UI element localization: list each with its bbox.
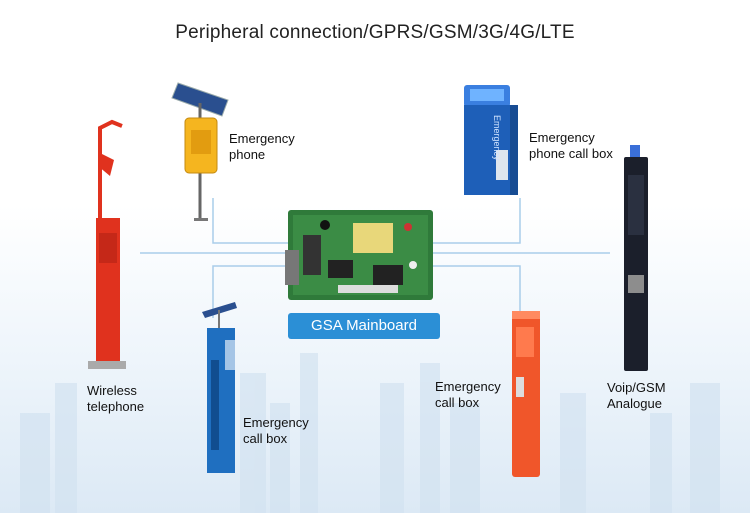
emergency-call-box-red-device [512,311,540,477]
emergency-call-box-red-label: Emergency call box [435,379,501,410]
diagram-title: Peripheral connection/GPRS/GSM/3G/4G/LTE [175,22,575,43]
city-skyline-background [20,353,720,513]
wireless-telephone-device [88,119,126,369]
wireless-telephone-label: Wireless telephone [87,383,145,414]
emergency-call-box-blue-label: Emergency call box [243,415,309,446]
emergency-phone-label: Emergency phone [229,131,295,162]
mainboard-label: GSA Mainboard [288,313,440,339]
call-box-panel-text: Emergency [492,115,502,161]
mainboard-pcb [285,210,433,300]
emergency-phone-call-box-device [464,85,518,195]
emergency-phone-device [171,82,229,221]
emergency-phone-call-box-label: Emergency phone call box [529,130,613,161]
voip-gsm-label: Voip/GSM Analogue [607,380,666,411]
emergency-call-box-blue-device [202,302,237,473]
voip-gsm-device [624,145,648,371]
